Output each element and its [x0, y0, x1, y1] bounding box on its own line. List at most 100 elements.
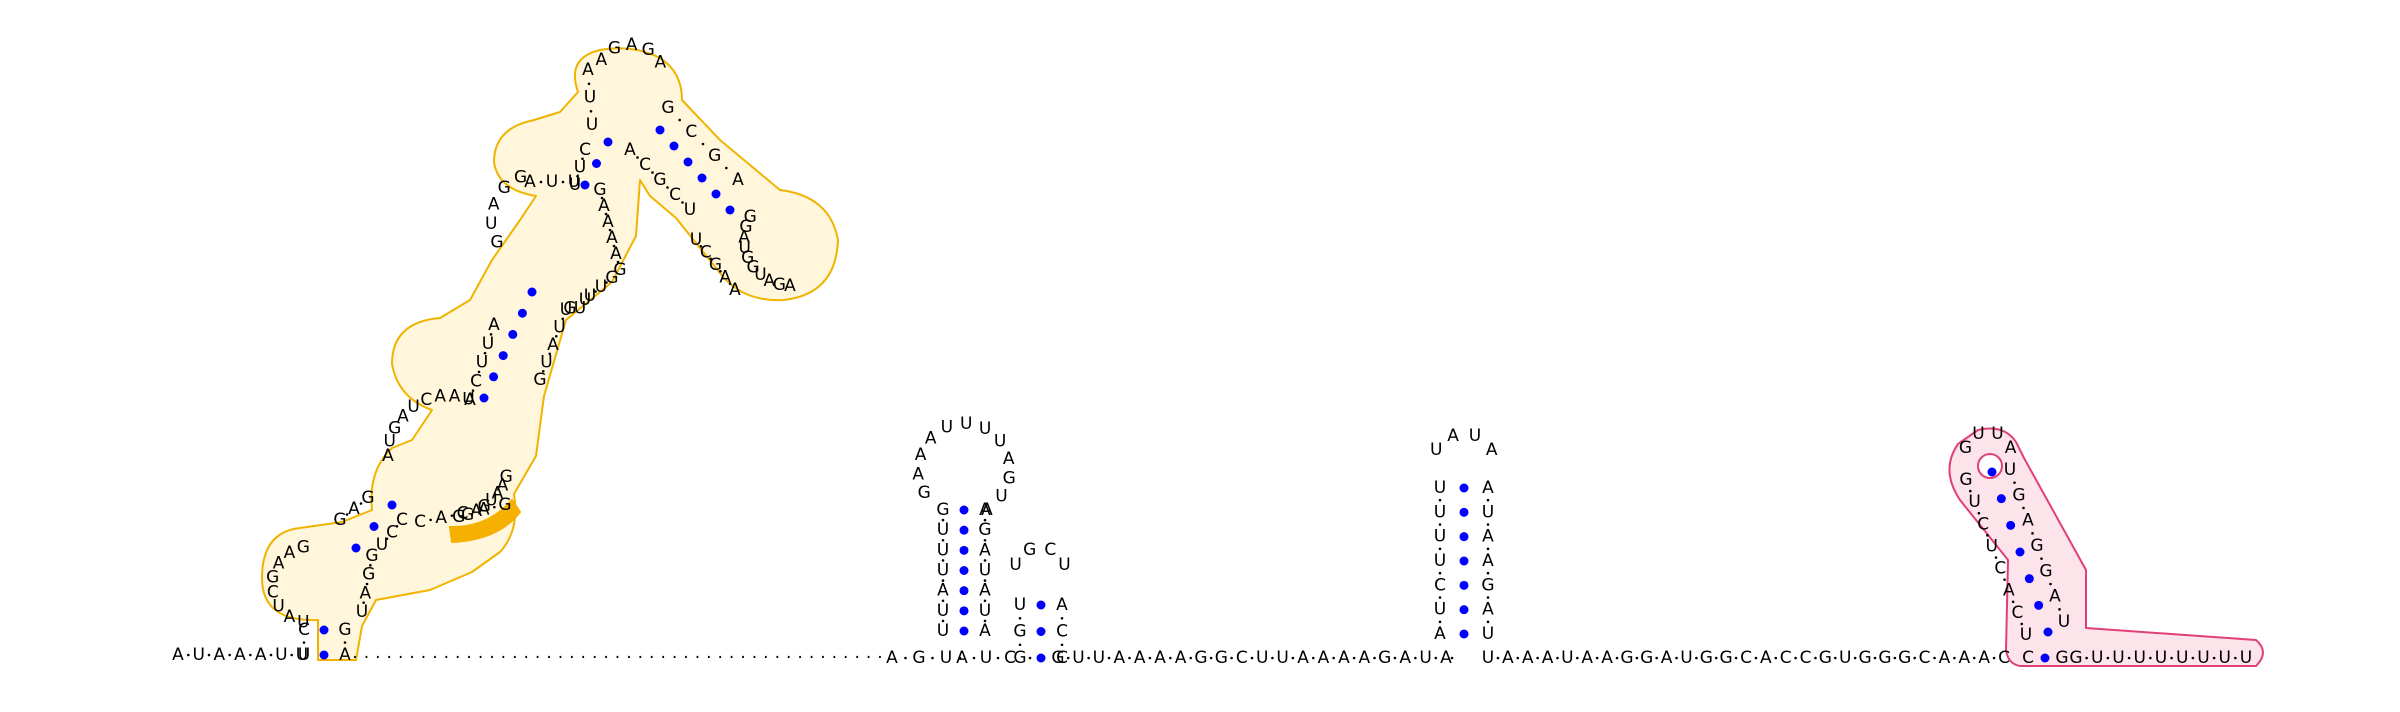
backbone-dot: [904, 656, 907, 660]
linker2-nt: U: [1561, 648, 1573, 668]
hp4-nt: G: [1481, 575, 1494, 595]
base-pair-dot: [479, 393, 489, 403]
backbone-dot: [681, 201, 684, 204]
hp1-nt: G: [613, 260, 626, 280]
linker2-nt: G: [1878, 648, 1891, 668]
linker-nt: A: [1175, 648, 1187, 668]
backbone-dot: [365, 582, 369, 586]
backbone-dot: [2058, 608, 2061, 611]
linker-nt: A: [1318, 648, 1330, 668]
tail-nt: U: [2219, 648, 2231, 668]
base-pair-dot: [319, 625, 329, 635]
backbone-dot: [666, 186, 669, 189]
hp4-nt: U: [1434, 502, 1446, 522]
linker-nt: A: [1154, 648, 1166, 668]
gap-dot: ·: [695, 648, 700, 668]
hp5-nt: U: [1972, 424, 1984, 444]
backbone-dot: [561, 180, 565, 184]
hp1-nt: A: [488, 195, 500, 215]
linker-nt: G: [1051, 648, 1064, 668]
backbone-dot: [1913, 656, 1916, 660]
backbone-dot: [1393, 656, 1397, 660]
backbone-dot: [249, 653, 252, 657]
base-pair-dot: [387, 500, 397, 510]
base-pair-dot: [517, 308, 527, 318]
tail-nt: U: [2155, 648, 2167, 668]
hp1-nt: U: [546, 172, 558, 192]
hp5-nt: G: [2012, 485, 2025, 505]
hp3-nt: G: [1013, 622, 1026, 642]
base-pair-dot: [319, 650, 329, 660]
linker-nt: C: [1236, 648, 1248, 668]
backbone-dot: [589, 109, 593, 113]
gap-dot: ·: [512, 648, 517, 668]
hp1-nt: A: [547, 335, 559, 355]
gap-dot: ·: [375, 648, 380, 668]
hp1-nt: G: [741, 248, 754, 268]
gap-dot: ·: [626, 648, 631, 668]
backbone-dot: [1169, 656, 1172, 660]
hp2-nt: G: [912, 648, 925, 668]
backbone-dot: [1536, 656, 1539, 660]
backbone-dot: [1992, 656, 1996, 660]
hp2-nt: A: [981, 500, 993, 520]
lead-nucleotide: U: [296, 645, 308, 665]
backbone-dot: [1774, 656, 1778, 660]
hp4-nt: U: [1434, 600, 1446, 620]
gap-dot: ·: [706, 648, 711, 668]
base-pair-dots: [319, 125, 2053, 663]
gap-dot: ·: [740, 648, 745, 668]
gap-dot: ·: [820, 648, 825, 668]
gap-dot: ·: [866, 648, 871, 668]
backbone-dot: [699, 244, 703, 248]
hp1-nt: C: [669, 185, 681, 205]
hp1-nt: A: [470, 501, 482, 521]
hp1-nt: A: [738, 227, 750, 247]
backbone-dot: [1250, 656, 1254, 660]
linker2-nt: G: [1898, 648, 1911, 668]
hp4-nt: A: [1447, 426, 1459, 446]
hp1-nt: C: [700, 243, 712, 263]
lead-nucleotide: A: [214, 645, 226, 665]
hp2-nt: A: [912, 464, 924, 484]
linker2-nt: C: [1740, 648, 1752, 668]
hp1-nt: A: [626, 35, 638, 55]
backbone-dot: [1128, 656, 1131, 660]
backbone-dot: [561, 317, 565, 321]
backbone-dot: [1486, 596, 1490, 599]
backbone-dot: [2085, 656, 2088, 660]
hp2-nt: U: [937, 520, 949, 540]
hp1-nt: U: [298, 645, 310, 665]
hp1-nt: C: [420, 390, 432, 410]
hp1-nt: U: [540, 353, 552, 373]
gap-dot: ·: [352, 648, 357, 668]
backbone-dot: [1516, 656, 1520, 660]
base-pair-dot: [1459, 532, 1469, 542]
linker-nt: U: [1072, 648, 1084, 668]
backbone-dot: [471, 510, 475, 513]
backbone-dot: [709, 257, 712, 261]
base-pair-dot: [2015, 547, 2025, 557]
hp1-nt: A: [464, 390, 476, 410]
gap-dot: ·: [387, 648, 392, 668]
backbone-dot: [983, 599, 987, 603]
backbone-dot: [1066, 656, 1070, 660]
backbone-dot: [1438, 498, 1442, 502]
hp1-nt: A: [478, 499, 490, 519]
backbone-dot: [187, 653, 190, 657]
hp3-nt: U: [1014, 595, 1026, 615]
base-pair-dot: [603, 137, 613, 147]
gap-dot: ·: [672, 648, 677, 668]
hp1-nt: C: [579, 140, 591, 160]
backbone-dot: [1018, 643, 1022, 647]
linker2-nt: G: [1819, 648, 1832, 668]
backbone-dot: [636, 156, 639, 159]
hp2-nt: G: [1003, 469, 1016, 489]
hp4-nt: U: [1434, 527, 1446, 547]
hp1-nt: G: [500, 467, 513, 487]
hp5-nt: U: [1985, 536, 1997, 556]
hp1-nt: A: [273, 554, 285, 574]
hp1-nt: U: [356, 602, 368, 622]
